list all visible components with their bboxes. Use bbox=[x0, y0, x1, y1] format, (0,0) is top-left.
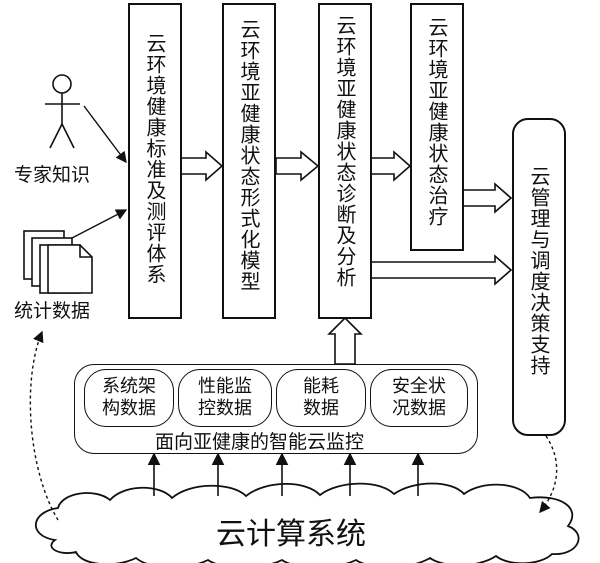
arrow-diagnosis-to-treatment bbox=[370, 150, 412, 182]
arrow-stats-to-standards bbox=[71, 209, 128, 239]
arrow-monitor-to-diagnosis bbox=[327, 316, 363, 365]
expert-knowledge-label: 专家知识 bbox=[14, 164, 91, 186]
dashed-arrow-decision-to-cloud bbox=[539, 435, 558, 514]
arrow-standards-to-model bbox=[180, 150, 224, 182]
monitor-item-performance: 性能监 控数据 bbox=[178, 369, 272, 427]
cloud-computing-label: 云计算系统 bbox=[216, 517, 366, 552]
standards-text: 云环境健康标准及测评体系 bbox=[143, 33, 167, 285]
model-box: 云环境亚健康状态形式化模型 bbox=[222, 3, 276, 319]
diagnosis-text: 云环境亚健康状态诊断及分析 bbox=[333, 15, 357, 288]
cloud-shape bbox=[35, 482, 580, 563]
treatment-box: 云环境亚健康状态治疗 bbox=[410, 3, 464, 251]
decision-text: 云管理与调度决策支持 bbox=[527, 166, 551, 376]
monitor-item-architecture-text: 系统架 构数据 bbox=[102, 376, 156, 419]
model-text: 云环境亚健康状态形式化模型 bbox=[237, 19, 261, 292]
monitor-item-energy: 能耗 数据 bbox=[276, 369, 366, 427]
monitor-title: 面向亚健康的智能云监控 bbox=[155, 431, 365, 453]
documents-icon bbox=[23, 230, 93, 294]
monitor-item-performance-text: 性能监 控数据 bbox=[198, 376, 252, 419]
standards-box: 云环境健康标准及测评体系 bbox=[128, 3, 182, 319]
monitor-item-security: 安全状 况数据 bbox=[370, 369, 468, 427]
cloud-to-monitor-arrows bbox=[147, 452, 425, 496]
arrow-expert-to-standards bbox=[83, 105, 127, 164]
arrow-model-to-diagnosis bbox=[275, 150, 320, 182]
monitor-item-security-text: 安全状 况数据 bbox=[392, 376, 446, 419]
dashed-arrow-cloud-to-stats bbox=[29, 330, 59, 521]
statistics-data-label: 统计数据 bbox=[14, 300, 91, 322]
person-icon bbox=[45, 74, 80, 149]
smart-cloud-monitor-box: 系统架 构数据 性能监 控数据 能耗 数据 安全状 况数据 面向亚健康的智能云监… bbox=[74, 364, 478, 454]
decision-box: 云管理与调度决策支持 bbox=[512, 118, 566, 436]
diagnosis-box: 云环境亚健康状态诊断及分析 bbox=[318, 3, 372, 319]
treatment-text: 云环境亚健康状态治疗 bbox=[425, 17, 449, 227]
arrow-treatment-to-decision bbox=[462, 182, 513, 214]
arrow-diagnosis-to-decision-top bbox=[370, 254, 513, 286]
monitor-item-energy-text: 能耗 数据 bbox=[303, 376, 339, 419]
monitor-item-architecture: 系统架 构数据 bbox=[84, 369, 174, 427]
